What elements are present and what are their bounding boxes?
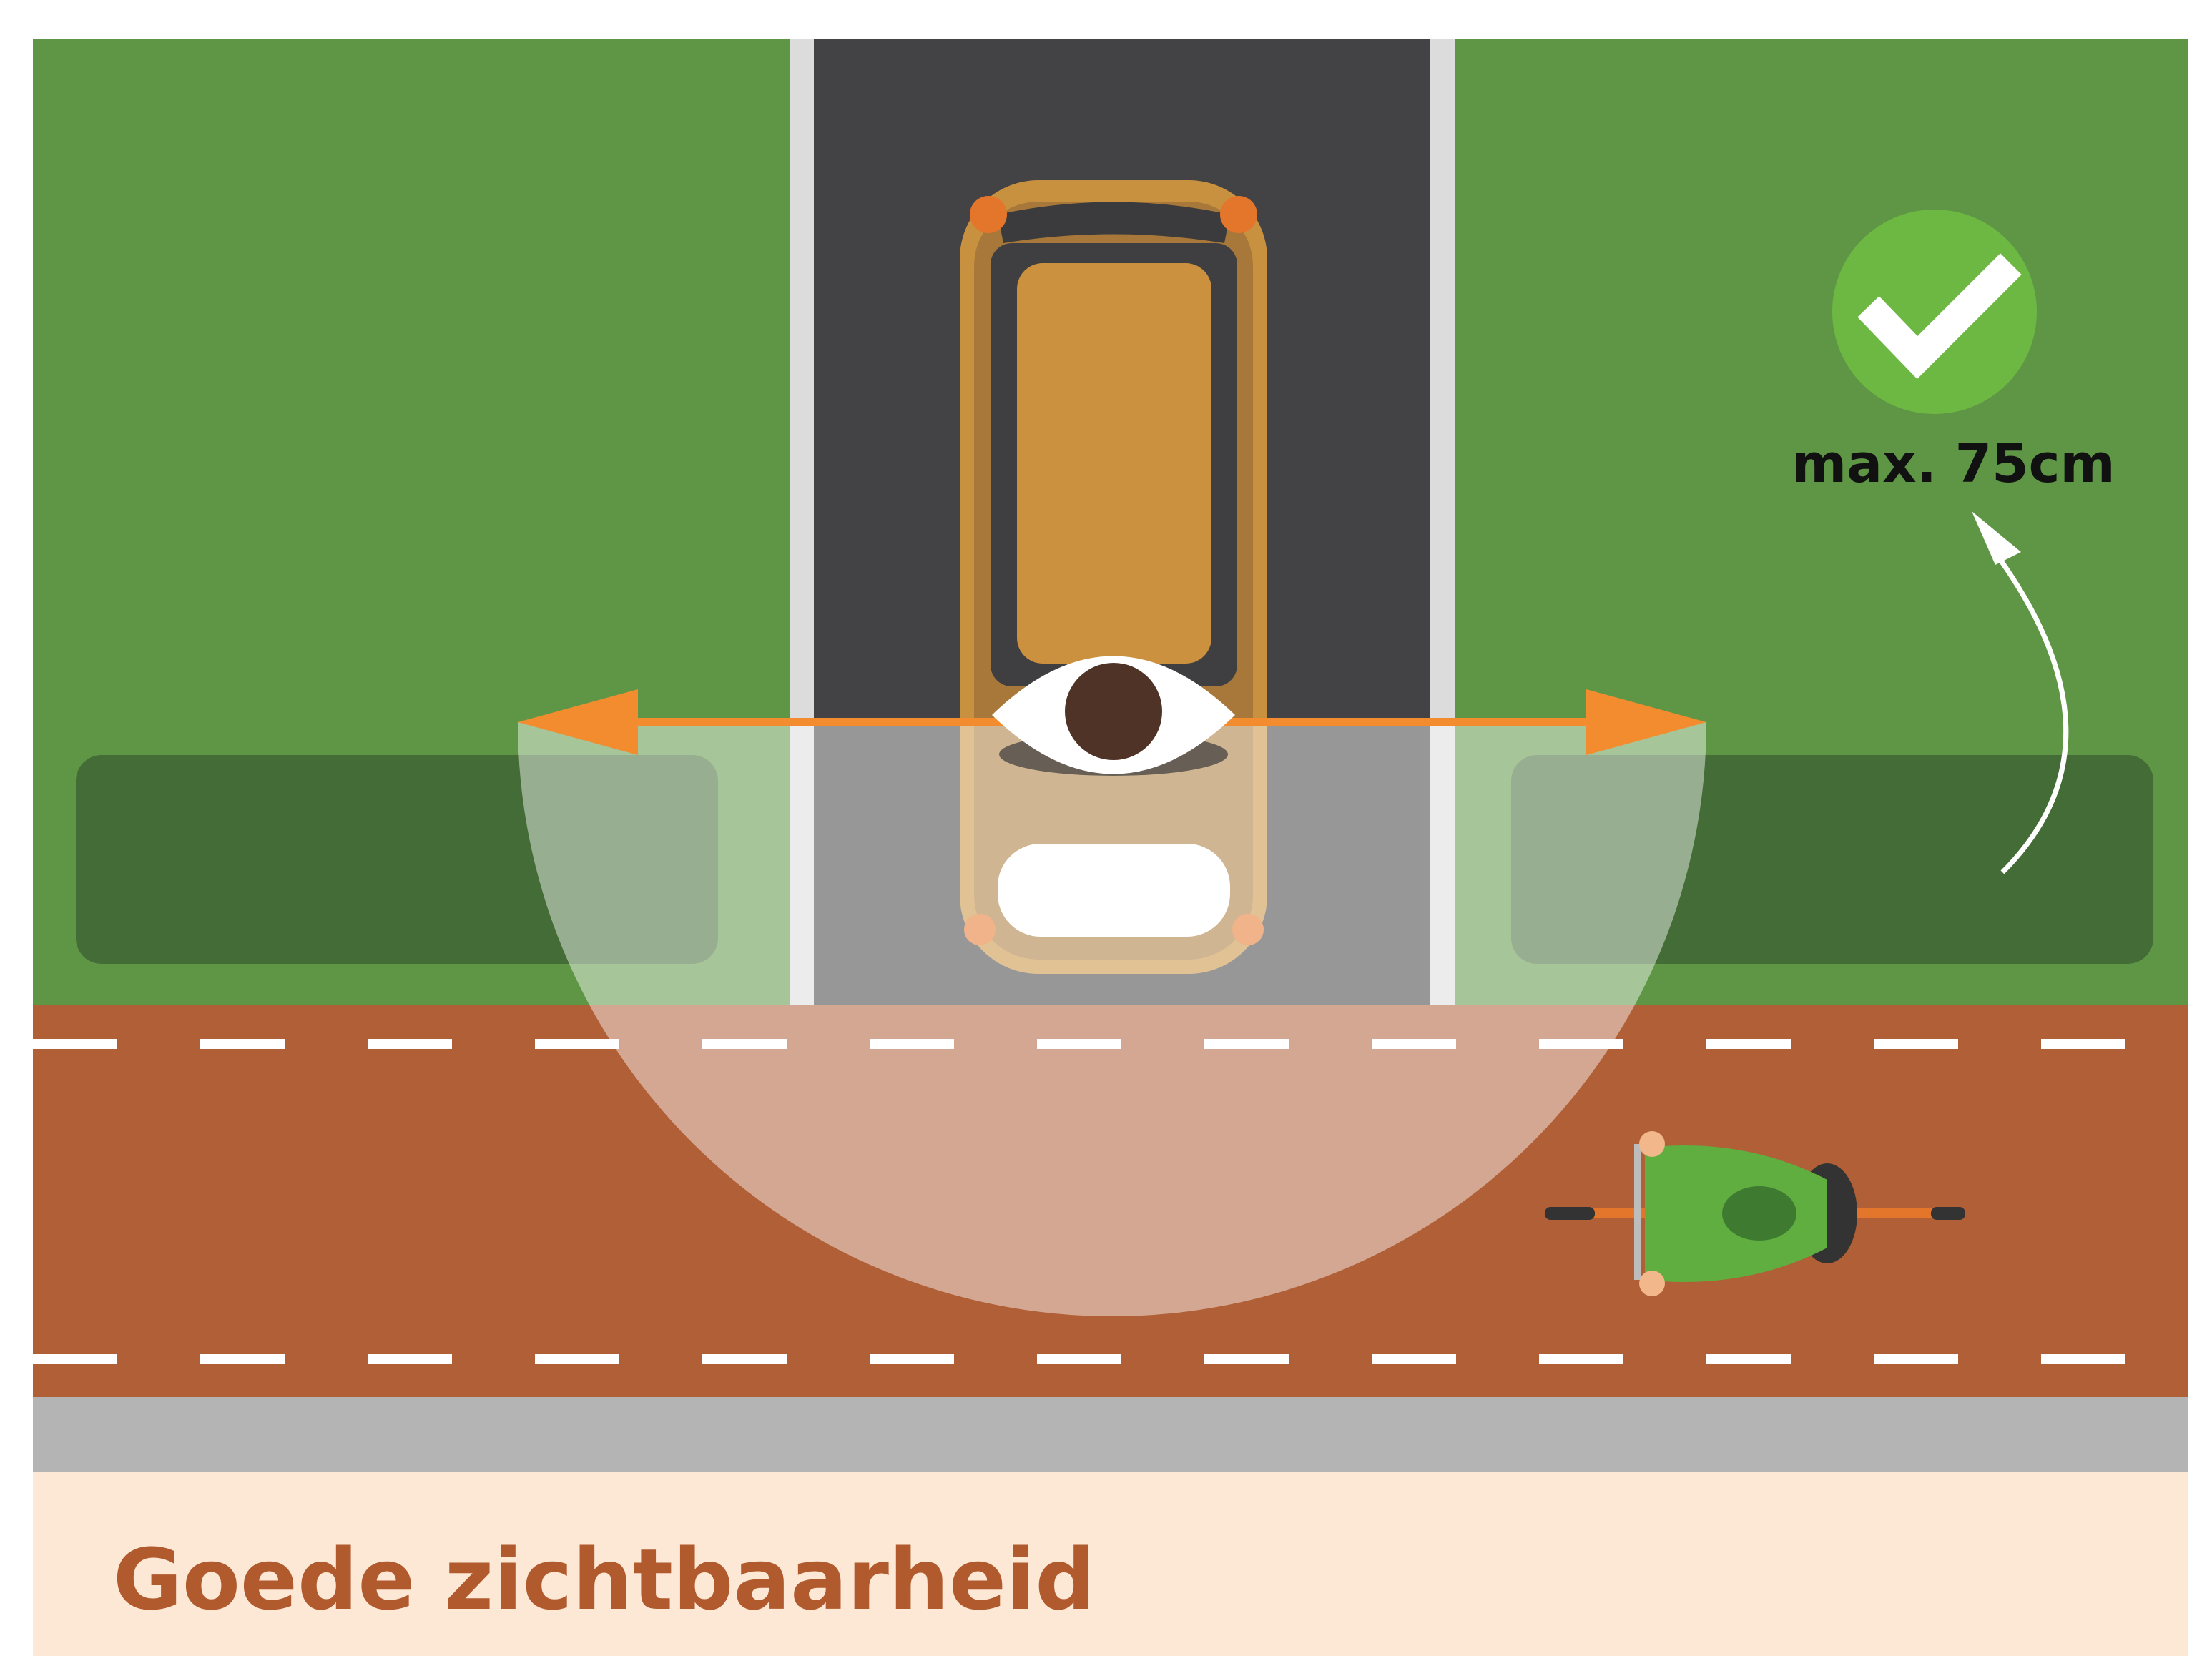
- check-icon: [1832, 210, 2037, 414]
- caption-title: Goede zichtbaarheid: [113, 1537, 1096, 1622]
- sidewalk: [33, 1397, 2188, 1472]
- height-label: max. 75cm: [1791, 438, 2099, 491]
